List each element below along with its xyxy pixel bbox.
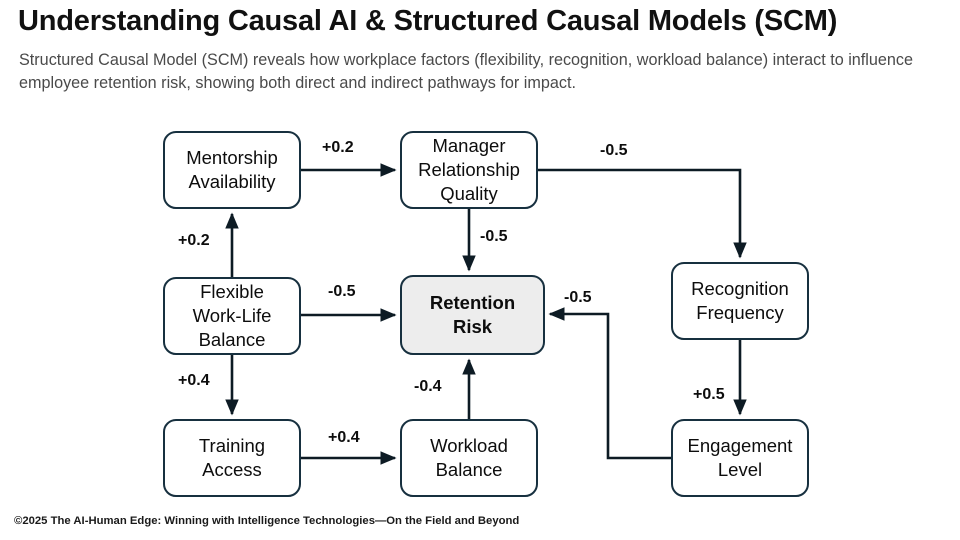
edge-weight-flexible-training: +0.4 (178, 372, 210, 389)
edge-weight-flexible-retention: -0.5 (328, 283, 356, 300)
edge-weight-manager-recognition: -0.5 (600, 142, 628, 159)
edge-weight-flexible-mentorship: +0.2 (178, 232, 210, 249)
edge-weight-recognition-engagement: +0.5 (693, 386, 725, 403)
edge-manager-recognition (538, 168, 747, 259)
page-subtitle: Structured Causal Model (SCM) reveals ho… (19, 51, 914, 92)
edge-weight-workload-retention: -0.4 (414, 378, 442, 395)
page-title: Understanding Causal AI & Structured Cau… (18, 5, 838, 37)
edge-weight-manager-retention: -0.5 (480, 228, 508, 245)
footer-copyright: ©2025 The AI-Human Edge: Winning with In… (14, 515, 520, 527)
edge-engagement-retention (548, 307, 671, 460)
edge-weight-engagement-retention: -0.5 (564, 289, 592, 306)
edge-weight-training-workload: +0.4 (328, 429, 360, 446)
edge-weight-mentorship-manager: +0.2 (322, 139, 354, 156)
